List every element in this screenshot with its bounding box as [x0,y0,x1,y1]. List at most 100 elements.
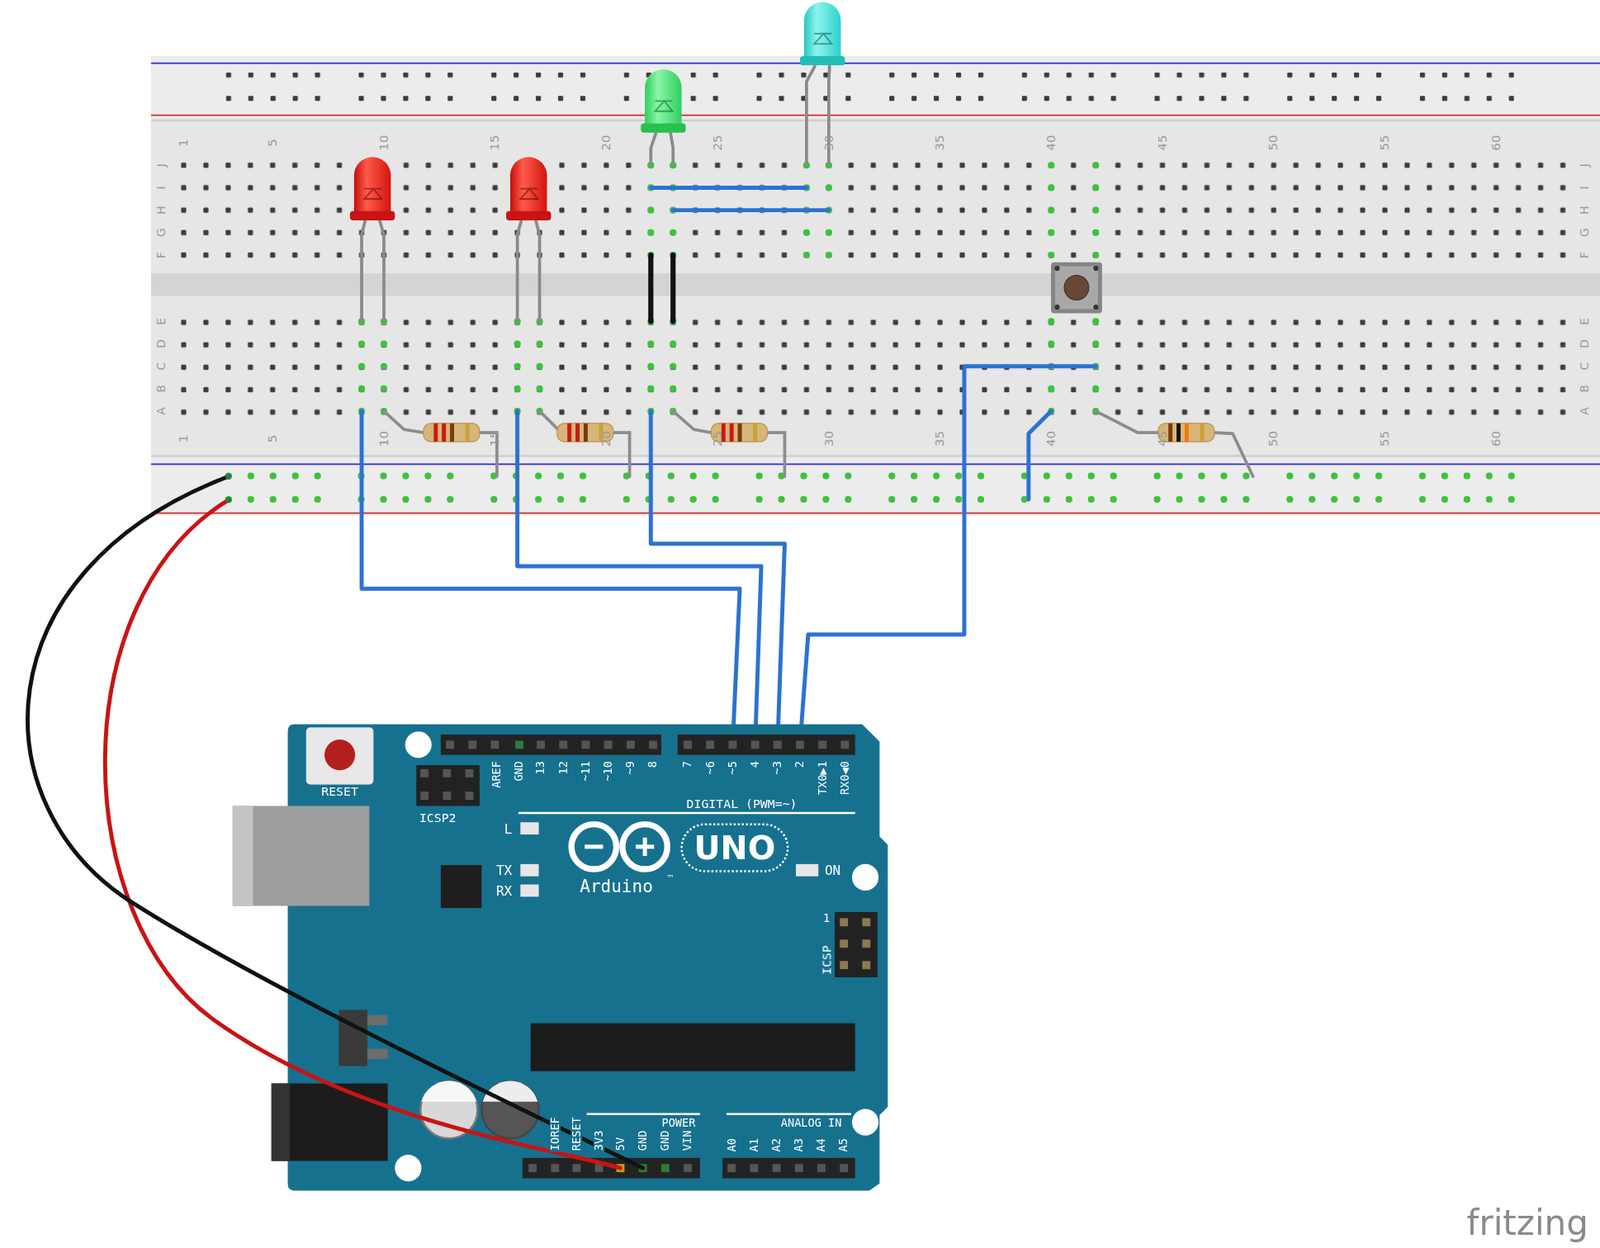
row-letter: J [1579,163,1591,167]
pin-label: ~3 [771,761,784,775]
connected-hole [844,473,852,480]
connected-hole [822,473,829,480]
connected-hole [647,385,654,393]
connected-hole [690,496,697,503]
connected-hole [1353,473,1360,480]
connected-hole [380,363,388,370]
connected-hole [888,496,895,503]
connected-hole [822,496,829,503]
arduino-board [232,724,888,1192]
connected-hole [1065,496,1073,503]
pin-label: 4 [749,761,762,768]
header-label: ICSP [820,945,834,976]
pin-label: GND [513,761,526,782]
connected-hole [712,496,720,503]
pin-label: VIN [681,1129,694,1152]
connected-hole [1330,496,1338,503]
connected-hole [1419,496,1426,503]
row-letter: C [1579,362,1591,371]
column-number: 50 [1267,430,1280,447]
connected-hole [1092,229,1099,237]
connected-hole [1043,473,1051,480]
led-label: ON [824,863,841,877]
column-number: 1 [177,435,190,443]
connected-hole [1441,496,1449,503]
column-number: 35 [933,135,947,152]
signal-wire [361,366,1096,746]
row-letter: G [155,228,167,238]
column-number: 15 [488,430,502,447]
connected-hole [557,496,564,503]
connected-hole [1330,473,1338,480]
pin-label: 3V3 [593,1129,606,1152]
jumper-wires [650,187,829,322]
row-letter: E [155,317,167,326]
connected-hole [1463,473,1471,480]
connected-hole [557,473,564,480]
pin-label: ~11 [580,761,592,782]
connected-hole [667,473,675,480]
column-number: 5 [266,138,280,147]
button-label: RESET [321,785,359,799]
connected-hole [1110,496,1118,503]
connected-hole [514,363,521,370]
connected-hole [1286,473,1293,480]
connected-hole [1043,496,1051,503]
row-letter: F [1579,251,1591,259]
connected-hole [932,473,940,480]
column-number: 20 [600,135,613,152]
connected-hole [1047,340,1055,347]
led-label: TX [496,863,512,877]
connected-hole [1088,473,1095,480]
row-letter: C [155,362,167,371]
connected-hole [424,496,431,503]
connected-hole [424,473,431,480]
connected-hole [1092,207,1099,214]
connected-hole [712,473,720,480]
connected-hole [1047,161,1055,169]
connected-hole [932,496,940,503]
connected-hole [1092,184,1099,191]
connected-hole [358,340,365,347]
pin-label: RESET [571,1116,583,1152]
connected-hole [955,473,962,480]
connected-hole [358,363,365,370]
connected-hole [977,473,985,480]
pin-label: 13 [534,761,547,775]
pin-label: 5V [615,1136,627,1153]
connected-hole [314,473,322,480]
column-number: 5 [266,435,280,443]
brand-name: Arduino [579,878,654,896]
led-label: RX [496,884,512,898]
pin-label: GND [637,1129,649,1152]
row-letter: H [1579,205,1591,214]
column-number: 10 [378,135,391,152]
connected-hole [380,340,388,347]
connected-hole [1242,496,1250,503]
pin-label: AREF [491,761,503,789]
connected-hole [1088,496,1095,503]
pin-label: A1 [748,1138,761,1152]
connected-hole [1308,473,1316,480]
row-letter: D [1579,339,1591,348]
connected-hole [292,496,299,503]
connected-hole [647,207,654,214]
connected-hole [669,385,677,393]
connected-hole [536,385,544,393]
connected-hole [1092,340,1099,347]
connected-hole [402,473,409,480]
connected-hole [800,473,807,480]
header-label: ICSP2 [419,812,457,825]
connected-hole [825,251,833,259]
row-letter: B [155,384,167,393]
connected-hole [669,340,677,347]
connected-hole [379,473,387,480]
connected-hole [534,496,542,503]
connected-hole [755,496,763,503]
connected-hole [1047,385,1055,393]
connected-hole [1508,496,1515,503]
connected-hole [579,496,587,503]
connected-hole [269,496,277,503]
pin-label: ~5 [727,761,739,775]
connected-hole [669,229,677,237]
